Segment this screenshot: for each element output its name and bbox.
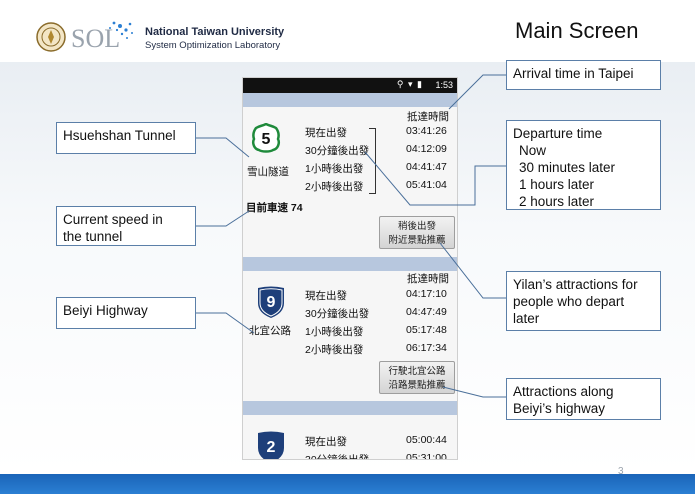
departure-label: 2小時後出發 <box>305 344 364 356</box>
departure-label: 2小時後出發 <box>305 181 364 193</box>
highway-9-badge-icon: 9 <box>258 286 284 318</box>
callout-departure-time: Departure time Now 30 minutes later 1 ho… <box>506 120 661 210</box>
arrival-time: 04:12:09 <box>406 143 447 155</box>
current-speed: 目前車速 74 <box>246 202 303 214</box>
departure-label: 30分鐘後出發 <box>305 454 370 460</box>
slide-title: Main Screen <box>515 18 639 43</box>
org-name: National Taiwan University <box>145 26 285 38</box>
callout-current-speed: Current speed in the tunnel <box>56 206 196 246</box>
callout-text: Hsuehshan Tunnel <box>63 128 176 143</box>
departure-label: 30分鐘後出發 <box>305 308 370 320</box>
button-line: 附近景點推薦 <box>388 235 446 246</box>
beiyi-attractions-button[interactable]: 行駛北宜公路 沿路景點推薦 <box>379 361 455 394</box>
arrival-time: 05:17:48 <box>406 324 447 336</box>
arrival-time: 04:41:47 <box>406 161 447 173</box>
arrival-time: 04:47:49 <box>406 306 447 318</box>
status-bar: ⚲ ▾ ▮ 1:53 <box>243 78 457 93</box>
button-line: 沿路景點推薦 <box>388 380 446 391</box>
callout-yilan-attractions: Yilan’s attractions for people who depar… <box>506 271 661 331</box>
status-icons: ⚲ ▾ ▮ <box>396 79 423 89</box>
badge-number: 9 <box>267 294 276 311</box>
arrival-time: 05:31:00 <box>406 452 447 460</box>
card-divider <box>243 257 457 271</box>
departure-label: 1小時後出發 <box>305 326 364 338</box>
later-departure-attractions-button[interactable]: 稍後出發 附近景點推薦 <box>379 216 455 249</box>
callout-text: Arrival time in Taipei <box>513 66 634 81</box>
arrival-time: 05:00:44 <box>406 434 447 446</box>
callout-text: 30 minutes later <box>519 160 616 175</box>
callout-text: Attractions along <box>513 384 614 399</box>
departure-label: 現在出發 <box>305 290 347 302</box>
slide-number: 3 <box>618 466 624 477</box>
sol-logo-text: SOL <box>71 24 120 53</box>
freeway-5-badge-icon: 5 <box>251 123 281 153</box>
callout-text: Departure time <box>513 126 603 141</box>
road-name: 雪山隧道 <box>247 166 289 178</box>
arrival-time: 03:41:26 <box>406 125 447 137</box>
callout-text: Yilan’s attractions for <box>513 277 638 292</box>
callout-attractions-along-beiyi: Attractions along Beiyi’s highway <box>506 378 661 420</box>
card-divider <box>243 93 457 107</box>
road-name: 北宜公路 <box>249 325 291 337</box>
badge-number: 5 <box>262 131 271 148</box>
callout-text: Beiyi’s highway <box>513 401 606 416</box>
button-line: 行駛北宜公路 <box>388 366 446 377</box>
callout-beiyi-highway: Beiyi Highway <box>56 297 196 329</box>
arrival-time: 06:17:34 <box>406 342 447 354</box>
card-divider <box>243 401 457 415</box>
departure-bracket <box>369 128 376 194</box>
callout-text: Beiyi Highway <box>63 303 148 318</box>
phone-screen: ⚲ ▾ ▮ 1:53 抵達時間 5 雪山隧道 現在出發 03:41:26 30分… <box>242 77 458 460</box>
departure-label: 現在出發 <box>305 127 347 139</box>
arrival-time: 04:17:10 <box>406 288 447 300</box>
callout-text: Now <box>519 143 547 158</box>
route-card-freeway-2: 2 現在出發 05:00:44 30分鐘後出發 05:31:00 <box>243 415 457 459</box>
callout-text: later <box>513 311 540 326</box>
arrive-time-header: 抵達時間 <box>407 273 449 285</box>
badge-number: 2 <box>267 439 276 456</box>
route-card-beiyi: 抵達時間 9 北宜公路 現在出發 04:17:10 30分鐘後出發 04:47:… <box>243 271 457 401</box>
bottom-band <box>0 474 695 494</box>
callout-text: 2 hours later <box>519 194 595 209</box>
button-line: 稍後出發 <box>397 221 436 232</box>
org-lab: System Optimization Laboratory <box>145 40 281 51</box>
callout-hsuehshan-tunnel: Hsuehshan Tunnel <box>56 122 196 154</box>
departure-label: 30分鐘後出發 <box>305 145 370 157</box>
arrival-time: 05:41:04 <box>406 179 447 191</box>
callout-text: people who depart <box>513 294 625 309</box>
callout-text: 1 hours later <box>519 177 595 192</box>
route-card-hsuehshan: 抵達時間 5 雪山隧道 現在出發 03:41:26 30分鐘後出發 04:12:… <box>243 107 457 257</box>
header-band <box>0 0 695 62</box>
arrive-time-header: 抵達時間 <box>407 111 449 123</box>
callout-text: the tunnel <box>63 229 123 244</box>
freeway-2-badge-icon: 2 <box>258 431 284 459</box>
status-time: 1:53 <box>435 80 453 90</box>
departure-label: 現在出發 <box>305 436 347 448</box>
departure-label: 1小時後出發 <box>305 163 364 175</box>
callout-text: Current speed in <box>63 212 163 227</box>
ntu-seal-logo <box>36 22 66 52</box>
callout-arrival-time: Arrival time in Taipei <box>506 60 661 90</box>
sol-logo: SOL <box>71 21 133 53</box>
